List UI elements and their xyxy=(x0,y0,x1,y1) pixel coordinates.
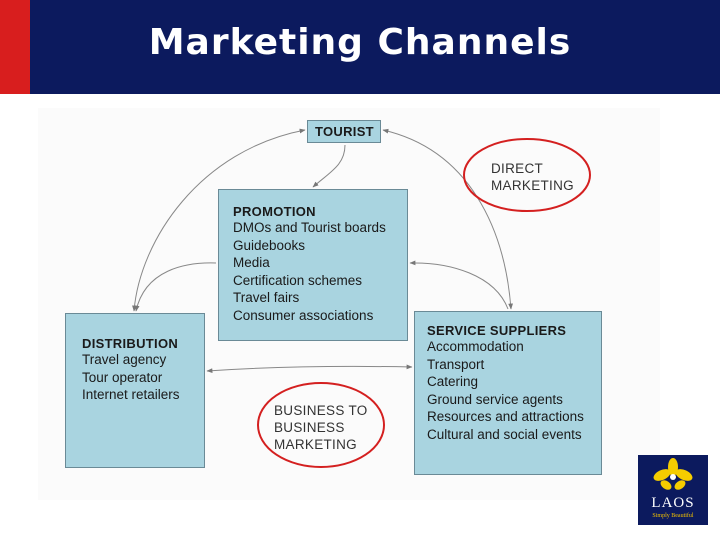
logo-tagline: Simply Beautiful xyxy=(652,513,694,519)
slide-title: Marketing Channels xyxy=(148,22,572,63)
arrow-tourist-to-promotion xyxy=(312,144,346,188)
service-suppliers-item: Resources and attractions xyxy=(427,409,584,424)
promotion-item: Travel fairs xyxy=(233,290,300,305)
promotion-item: Guidebooks xyxy=(233,237,306,253)
b2b-marketing-line: MARKETING xyxy=(274,437,357,452)
red-accent-stripe xyxy=(0,0,30,94)
promotion-item: Certification schemes xyxy=(233,272,363,288)
service-suppliers-item: Cultural and social events xyxy=(427,426,582,442)
laos-logo: LAOS Simply Beautiful xyxy=(638,455,708,525)
b2b-marketing-circle xyxy=(257,382,385,468)
logo-text: LAOS xyxy=(651,495,695,511)
tourist-box: TOURIST xyxy=(307,120,381,143)
promotion-item: Media xyxy=(233,255,270,270)
distribution-item: Internet retailers xyxy=(82,387,180,402)
arrow-promotion-to-distribution xyxy=(134,262,217,312)
direct-marketing-circle xyxy=(463,138,591,212)
direct-marketing-line: DIRECT xyxy=(491,161,544,176)
direct-marketing-label: DIRECT MARKETING xyxy=(491,160,574,194)
service-suppliers-box: SERVICE SUPPLIERS Accommodation Transpor… xyxy=(414,311,602,475)
promotion-box: PROMOTION DMOs and Tourist boards Guideb… xyxy=(218,189,408,341)
tourist-title: TOURIST xyxy=(315,124,374,139)
service-suppliers-item: Ground service agents xyxy=(427,391,563,407)
promotion-title: PROMOTION xyxy=(233,204,316,219)
arrow-promotion-to-suppliers xyxy=(409,260,509,310)
b2b-marketing-line: BUSINESS xyxy=(274,420,345,435)
service-suppliers-item: Catering xyxy=(427,374,479,389)
arrow-distribution-to-suppliers xyxy=(206,364,413,374)
b2b-marketing-label: BUSINESS TO BUSINESS MARKETING xyxy=(274,402,368,453)
distribution-box: DISTRIBUTION Travel agency Tour operator… xyxy=(65,313,205,468)
distribution-title: DISTRIBUTION xyxy=(82,336,179,351)
service-suppliers-item: Transport xyxy=(427,356,485,372)
service-suppliers-item: Accommodation xyxy=(427,339,524,354)
service-suppliers-title: SERVICE SUPPLIERS xyxy=(427,323,567,338)
promotion-item: Consumer associations xyxy=(233,307,374,323)
distribution-item: Travel agency xyxy=(82,352,167,367)
arrow-tourist-to-distribution xyxy=(132,128,306,312)
title-bar: Marketing Channels xyxy=(0,0,720,94)
b2b-marketing-line: BUSINESS TO xyxy=(274,403,368,418)
promotion-item: DMOs and Tourist boards xyxy=(233,220,386,235)
distribution-item: Tour operator xyxy=(82,369,163,385)
direct-marketing-line: MARKETING xyxy=(491,178,574,193)
flower-icon xyxy=(653,458,693,490)
